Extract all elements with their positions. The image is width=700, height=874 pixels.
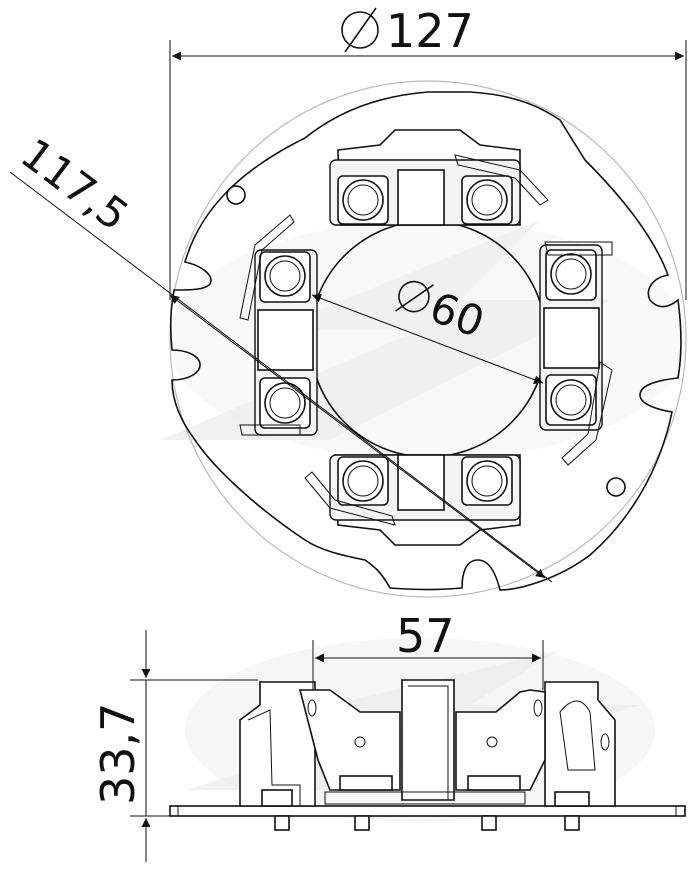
side-arms [298, 689, 546, 805]
brush-holder-bottom [304, 454, 521, 546]
side-base-plate [169, 805, 686, 817]
watermark-logo [160, 220, 688, 460]
dim-height-label: 33,7 [91, 703, 145, 805]
dim-width: 57 [312, 609, 544, 690]
dim-width-label: 57 [396, 609, 455, 663]
diameter-symbol-icon [341, 7, 379, 53]
brush-holder-right [539, 241, 613, 466]
brush-holder-top [329, 129, 549, 226]
dim-height: 33,7 [91, 630, 258, 862]
side-holder-left [239, 681, 316, 807]
dim-outer-diameter: 127 [169, 4, 687, 300]
side-center-bracket [401, 679, 455, 801]
top-view: 127 60 117,5 [9, 4, 688, 598]
side-holder-right [544, 681, 616, 807]
mount-hole-right [606, 477, 626, 497]
dim-outer-diameter-label: 127 [386, 4, 474, 58]
terminal-pins [274, 815, 580, 831]
mount-hole-left [226, 185, 246, 205]
dim-diagonal-label: 117,5 [12, 129, 138, 241]
side-view: 57 33,7 [91, 609, 686, 862]
